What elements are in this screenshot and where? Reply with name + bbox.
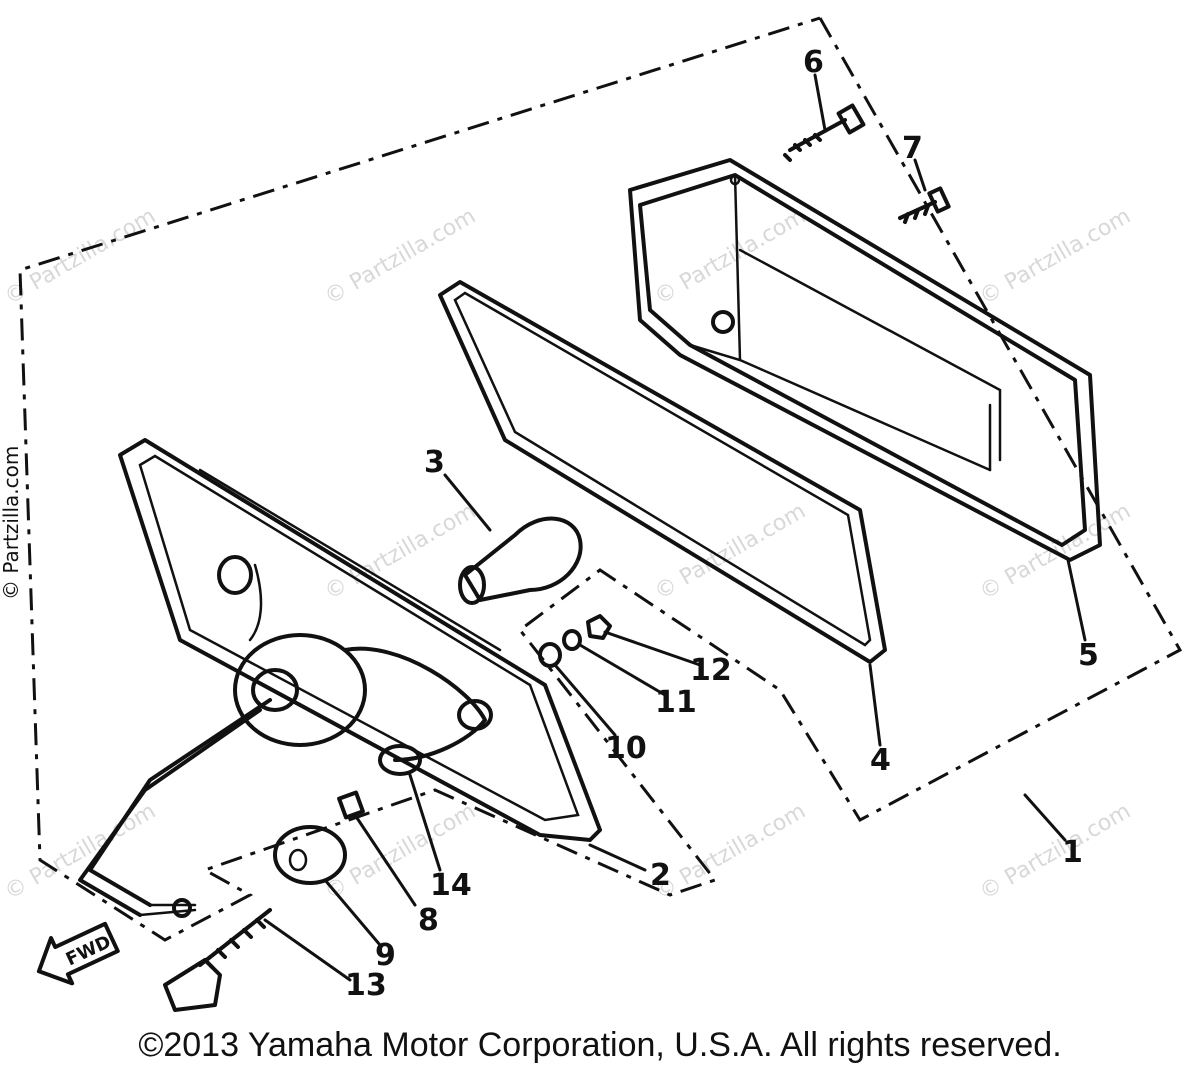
fwd-arrow: FWD: [36, 921, 120, 986]
spacer-part-8: [337, 790, 365, 820]
socket-cup: [217, 555, 493, 762]
callout-2: 2: [650, 858, 671, 893]
gasket-part: [438, 280, 887, 664]
grommet-part-14: [378, 744, 422, 776]
grommet-part-9: [273, 825, 347, 885]
watermark: © Partzilla.com: [976, 799, 1136, 906]
watermark: © Partzilla.com: [1, 799, 161, 906]
callout-3: 3: [424, 445, 445, 480]
bulb-part: [458, 516, 583, 605]
callouts: 6 7 3 12 11 10 4 5 1 2 14 8 9 13: [345, 45, 1099, 1003]
callout-6: 6: [803, 45, 824, 80]
callout-11: 11: [655, 685, 697, 720]
copyright-notice: ©2013 Yamaha Motor Corporation, U.S.A. A…: [138, 1026, 1062, 1064]
callout-10: 10: [605, 731, 647, 766]
washer-part-11: [562, 629, 582, 651]
screw-part-6: [783, 103, 866, 162]
watermark: © Partzilla.com: [0, 446, 23, 600]
watermark: © Partzilla.com: [1, 204, 161, 311]
callout-14: 14: [430, 868, 472, 903]
callout-7: 7: [902, 131, 923, 166]
base-plate-part: [118, 438, 602, 842]
screw-part-7: [898, 186, 951, 224]
callout-13: 13: [345, 968, 387, 1003]
watermark: © Partzilla.com: [651, 499, 811, 606]
watermark: © Partzilla.com: [651, 204, 811, 311]
watermark: © Partzilla.com: [651, 799, 811, 906]
wiring-harness: [78, 698, 272, 918]
housing-part: [628, 158, 1102, 562]
callout-5: 5: [1078, 638, 1099, 673]
callout-9: 9: [375, 938, 396, 973]
bolt-part-13: [163, 908, 272, 1012]
washer-part-10: [538, 642, 562, 668]
watermark: © Partzilla.com: [976, 204, 1136, 311]
callout-4: 4: [870, 743, 891, 778]
callout-1: 1: [1062, 835, 1083, 870]
assembly-boundary: [18, 16, 1183, 942]
leader-lines: [263, 73, 1087, 982]
nut-part-12: [586, 614, 612, 640]
watermark-group: © Partzilla.com © Partzilla.com © Partzi…: [0, 204, 1135, 906]
callout-8: 8: [418, 903, 439, 938]
callout-12: 12: [690, 653, 732, 688]
watermark: © Partzilla.com: [321, 204, 481, 311]
